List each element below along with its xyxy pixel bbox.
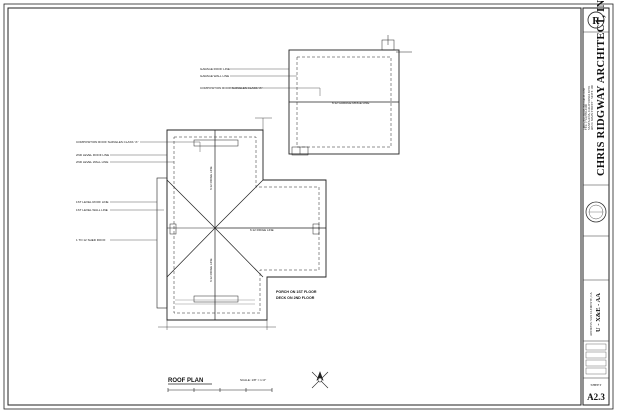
callout-garage-roof-line: GARAGE ROOF LINE bbox=[200, 67, 230, 71]
callout-shingles-main: COMPOSITION ROOF SHINGLES CLASS "A" bbox=[76, 140, 138, 144]
garage-roof bbox=[288, 35, 412, 156]
garage-ridge-label: 6:12 GARAGE RIDGE LINE bbox=[332, 101, 369, 105]
firm-name: CHRIS RIDGWAY ARCHITECT, INC. bbox=[596, 0, 607, 176]
drawing-title: ROOF PLAN bbox=[168, 378, 203, 384]
firm-address: 405 N. MAIN STREET · SUITE 100 bbox=[590, 85, 594, 130]
main-ridge-h-label: 6:12 RIDGE LINE bbox=[250, 228, 274, 232]
north-arrow-icon bbox=[311, 371, 329, 389]
scale-bar bbox=[167, 388, 273, 392]
architect-seal-icon bbox=[585, 201, 607, 223]
drawing-area-border bbox=[7, 7, 582, 406]
firm-email: CRIDGWAY@RIDGWAYARCH.COM bbox=[583, 88, 586, 130]
firm-logo-icon bbox=[587, 11, 605, 29]
firm-phone: TEL: (714) 555-0100 bbox=[584, 104, 588, 130]
project-name: U - X&E - AA bbox=[595, 293, 602, 332]
callout-garage-wall-line: GARAGE WALL LINE bbox=[200, 74, 229, 78]
callout-shed-roof: 1 TO 12 SHED ROOF bbox=[76, 238, 106, 242]
main-ridge-v-label: 6:12 RIDGE LINE bbox=[209, 166, 213, 190]
main-roof bbox=[156, 117, 327, 330]
sheet-number: A2.3 bbox=[587, 392, 605, 402]
firm-city: SANTA ANA, CALIFORNIA 92701 bbox=[587, 85, 592, 130]
porch-note: PORCH ON 1ST FLOOR bbox=[276, 290, 317, 294]
callout-2nd-roof-line: 2ND LEVEL ROOF LINE bbox=[76, 153, 109, 157]
callout-shingles-garage: COMPOSITION ROOF SHINGLES CLASS "A" bbox=[200, 86, 262, 90]
callout-leaders bbox=[110, 68, 321, 241]
main-wall-line bbox=[173, 136, 320, 314]
callout-2nd-wall-line: 2ND LEVEL WALL LINE bbox=[76, 160, 108, 164]
callout-1st-roof-line: 1ST LEVEL ROOF LINE bbox=[76, 200, 109, 204]
sheet-outer-border bbox=[3, 3, 614, 410]
project-address: ADDRESS: SAN CLEMENTE, CA bbox=[589, 291, 594, 336]
title-block: R CHRIS RIDGWAY ARCHITECT, INC. 405 N. M… bbox=[582, 0, 610, 406]
ridge-v2-label: 6:12 RIDGE LINE bbox=[209, 258, 213, 282]
title-block-frame bbox=[582, 7, 610, 406]
porch-deck bbox=[175, 299, 255, 305]
main-roof-line bbox=[166, 129, 327, 321]
sheet-label: SHEET bbox=[591, 383, 603, 387]
shed-roof bbox=[156, 177, 168, 309]
drawing-scale: SCALE: 1/8" = 1'-0" bbox=[240, 378, 266, 382]
firm-logo-letter: R bbox=[592, 16, 600, 27]
callout-1st-wall-line: 1ST LEVEL WALL LINE bbox=[76, 208, 108, 212]
deck-note: DECK ON 2ND FLOOR bbox=[276, 296, 315, 300]
